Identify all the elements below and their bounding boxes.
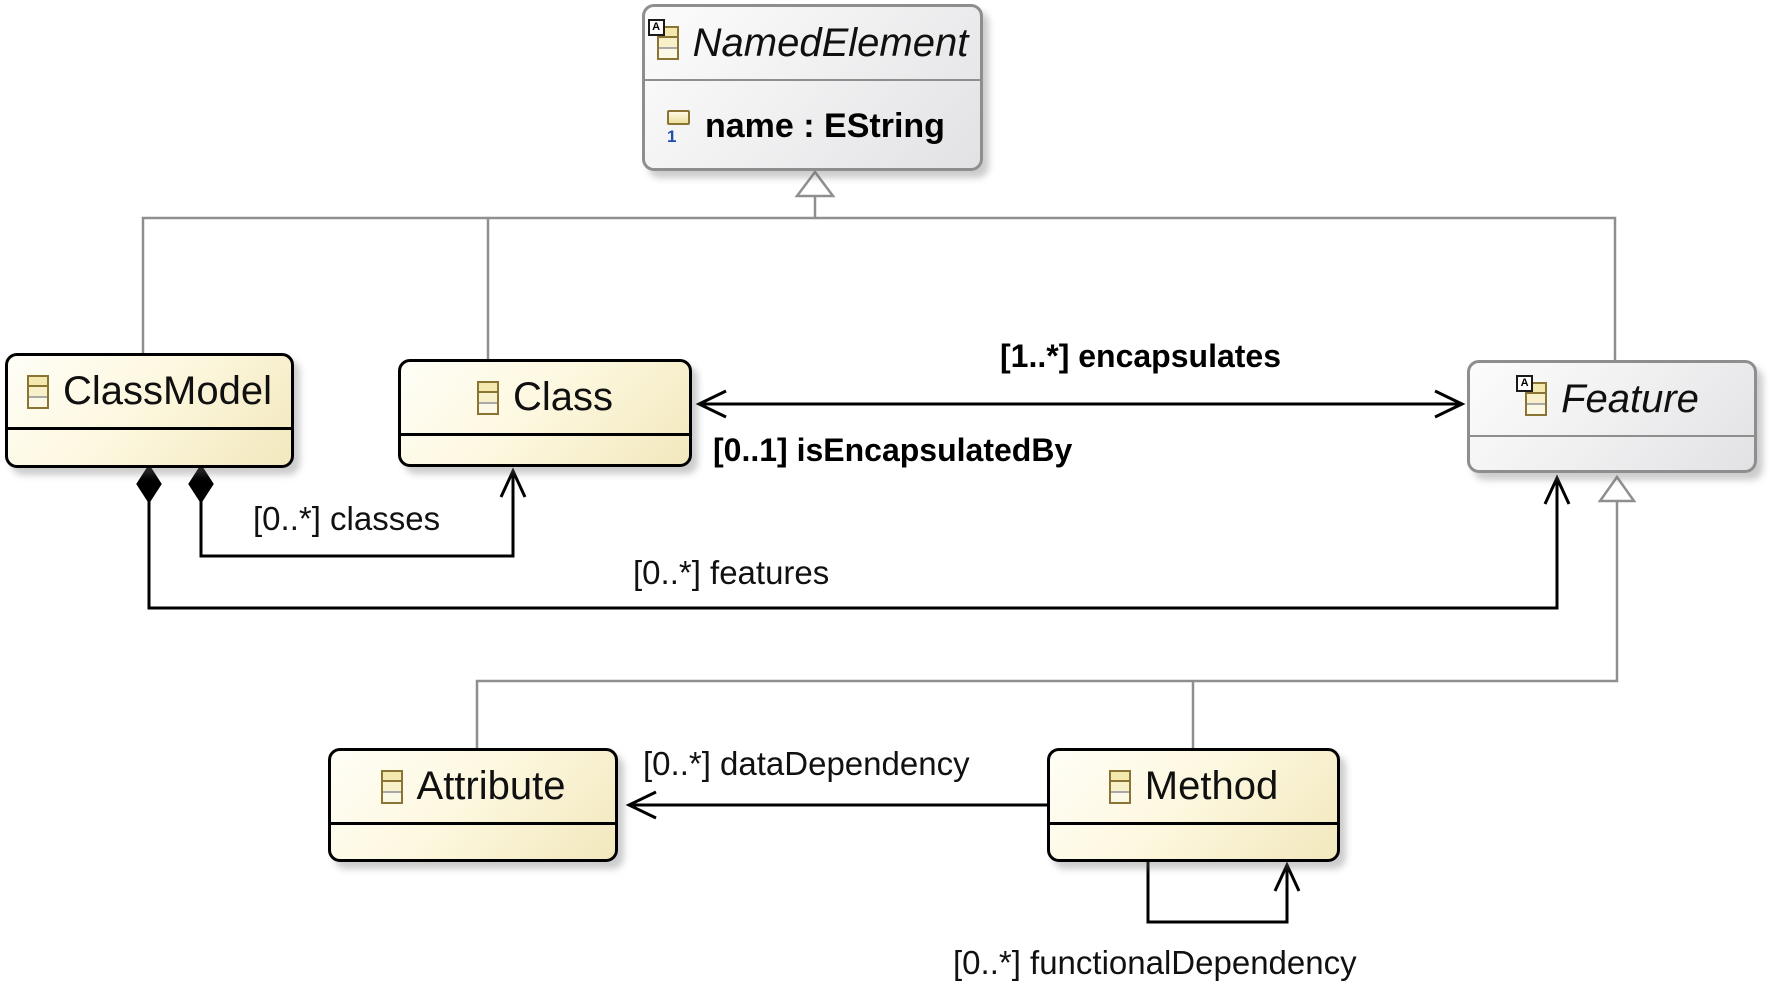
class-node-classmodel[interactable]: ClassModel [5, 353, 294, 468]
inheritance-triangle-icon [794, 169, 836, 198]
title-compartment: Attribute [331, 751, 615, 825]
eclass-icon [476, 380, 499, 415]
composition-diamond-icon [136, 464, 162, 504]
class-name: Feature [1561, 376, 1699, 421]
title-compartment: Method [1050, 751, 1337, 825]
eclass-icon [380, 769, 403, 804]
abstract-badge-icon: A [647, 19, 665, 36]
class-node-attribute[interactable]: Attribute [328, 748, 618, 862]
class-node-feature[interactable]: A Feature [1467, 360, 1757, 473]
open-arrowhead-icon [625, 790, 657, 820]
class-node-method[interactable]: Method [1047, 748, 1340, 862]
composition-classes[interactable] [188, 464, 527, 558]
eattribute-icon: 1 [665, 107, 691, 145]
label-functionaldependency: [0..*] functionalDependency [953, 944, 1357, 981]
inheritance-triangle-icon [1597, 474, 1637, 503]
class-name: Class [512, 375, 614, 419]
generalization-to-namedelement[interactable] [141, 169, 1617, 360]
eclass-icon: A [1516, 375, 1548, 416]
class-name: ClassModel [63, 369, 272, 413]
open-arrowhead-icon [1543, 474, 1571, 505]
title-compartment: Class [401, 362, 689, 436]
open-arrowhead-icon [499, 467, 527, 498]
label-features: [0..*] features [633, 554, 830, 591]
open-arrowhead-icon [695, 389, 727, 419]
composition-diamond-icon [188, 464, 214, 504]
attribute-signature: name : EString [705, 106, 945, 145]
association-encapsulates[interactable] [695, 389, 1466, 419]
attribute-row[interactable]: 1 name : EString [645, 81, 980, 165]
eattribute-multiplicity-digit: 1 [667, 127, 677, 146]
class-node-class[interactable]: Class [398, 359, 692, 467]
label-datadependency: [0..*] dataDependency [643, 745, 970, 782]
class-node-namedelement[interactable]: A NamedElement 1 name : EString [642, 4, 983, 171]
title-compartment: A NamedElement [645, 7, 980, 81]
association-functionaldependency[interactable] [1146, 861, 1301, 924]
composition-features[interactable] [136, 464, 1571, 610]
label-isencapsulatedby: [0..1] isEncapsulatedBy [713, 432, 1073, 468]
title-compartment: A Feature [1470, 363, 1754, 437]
generalization-to-feature[interactable] [475, 474, 1637, 748]
class-name: NamedElement [692, 20, 969, 65]
open-arrowhead-icon [1273, 861, 1301, 892]
eclass-icon: A [647, 19, 679, 60]
eclass-icon [1108, 769, 1131, 804]
class-name: Method [1144, 764, 1279, 808]
open-arrowhead-icon [1434, 389, 1466, 419]
title-compartment: ClassModel [8, 356, 291, 430]
class-name: Attribute [416, 764, 566, 808]
label-classes: [0..*] classes [253, 500, 441, 537]
label-encapsulates: [1..*] encapsulates [1000, 338, 1281, 374]
association-datadependency[interactable] [625, 790, 1047, 820]
eclass-icon [27, 374, 50, 409]
abstract-badge-icon: A [1516, 375, 1534, 392]
